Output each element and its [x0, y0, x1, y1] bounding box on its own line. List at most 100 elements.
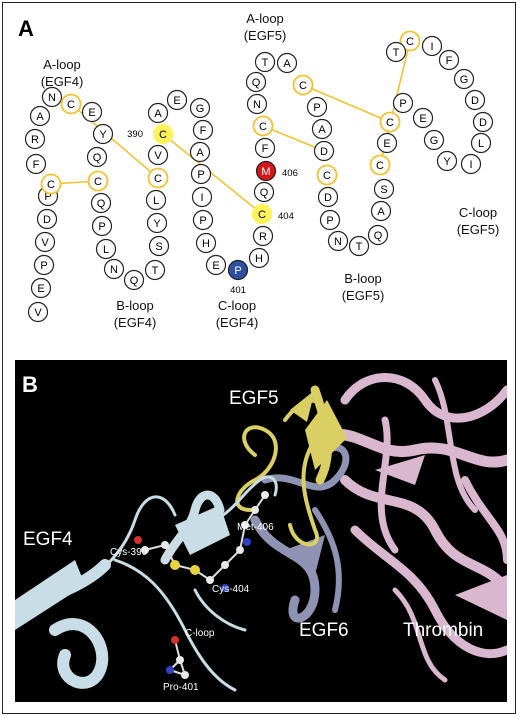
residue-circle: A [311, 118, 333, 140]
residue-letter: A [36, 111, 44, 123]
residue-circle: H [195, 232, 217, 254]
residue-letter: E [419, 113, 426, 125]
residue-letter: D [320, 146, 328, 158]
residue-circle: T [348, 235, 370, 257]
residue-letter: P [326, 215, 333, 227]
residue-letter: R [259, 231, 267, 243]
residue-letter: D [43, 214, 51, 226]
residue-circle: C [252, 115, 274, 137]
residue-letter: I [430, 41, 433, 53]
structure-ribbon-image: EGF4 EGF5 EGF6 Thrombin Met-406 Cys-390 … [15, 373, 507, 693]
residue-letter: C [94, 176, 102, 188]
residue-letter: L [153, 195, 159, 207]
residue-circle: Q [123, 269, 145, 291]
residue-letter: F [262, 143, 269, 155]
residue-circle: T [254, 51, 276, 73]
residue-circle: Y [146, 212, 168, 234]
loop-label-domain: (EGF4) [114, 315, 157, 330]
panel-a-letter: A [18, 16, 34, 41]
residue-circle: M [255, 160, 277, 182]
residue-letter: E [37, 283, 44, 295]
panel-b-letter: B [22, 372, 38, 397]
egf5-label: EGF5 [229, 388, 279, 409]
residue-circle: E [205, 254, 227, 276]
residue-letter: G [430, 135, 439, 147]
residue-letter: C [323, 170, 331, 182]
residue-circle: P [190, 163, 212, 185]
egf6-label: EGF6 [299, 620, 349, 641]
residue-letter: I [469, 159, 472, 171]
loop-label: A-loop [43, 57, 81, 72]
egf5-ribbon [235, 385, 347, 547]
residue-letter: A [154, 108, 162, 120]
residue-letter: C [154, 173, 162, 185]
residue-letter: H [255, 253, 263, 265]
residue-letter: E [173, 95, 180, 107]
thrombin-ribbon [309, 373, 507, 683]
residue-circle: L [470, 132, 492, 154]
residue-circle: E [166, 89, 188, 111]
residue-circle: F [438, 49, 460, 71]
residue-letter: C [299, 80, 307, 92]
residue-letter: N [253, 99, 261, 111]
loop-label: C-loop [459, 205, 497, 220]
residue-circle: Q [253, 181, 275, 203]
residue-letter: Q [374, 230, 383, 242]
residue-letter: Y [153, 218, 161, 230]
residue-letter: N [334, 236, 342, 248]
residue-letter: D [471, 95, 479, 107]
residue-letter: S [380, 184, 387, 196]
residue-circle: E [376, 132, 398, 154]
residue-circle: N [327, 230, 349, 252]
residue-circle: N [41, 86, 63, 108]
residue-letter: A [318, 124, 326, 136]
residue-letter: C [259, 121, 267, 133]
disulfide-bond-line [262, 125, 325, 152]
residue-letter: T [152, 265, 159, 277]
residue-circle: A [370, 200, 392, 222]
residue-letter: P [313, 102, 320, 114]
ball-and-stick-residues [134, 491, 269, 679]
panel-b-structure-render: EGF4 EGF5 EGF6 Thrombin Met-406 Cys-390 … [15, 360, 507, 702]
residue-circle: V [147, 144, 169, 166]
residue-circle: F [254, 137, 276, 159]
residue-circle: C [60, 93, 82, 115]
residue-circle: P [192, 209, 214, 231]
residue-circle: C [87, 170, 109, 192]
residue-circle: V [27, 301, 49, 323]
residue-letter: C [67, 99, 75, 111]
cloop-label: C-loop [185, 628, 215, 639]
residue-letter: Q [97, 198, 106, 210]
residue-letter: F [446, 55, 453, 67]
residue-circle: P [319, 209, 341, 231]
residue-letter: N [48, 92, 56, 104]
residue-circle: R [252, 225, 274, 247]
residue-letter: E [383, 138, 390, 150]
residue-letter: R [31, 134, 39, 146]
residue-circle: Y [92, 123, 114, 145]
loop-label-domain: (EGF4) [41, 74, 84, 89]
residue-letter: D [324, 192, 332, 204]
residue-circle: L [145, 189, 167, 211]
loop-label-domain: (EGF4) [216, 315, 259, 330]
loop-label: C-loop [218, 298, 256, 313]
residue-circle: Q [90, 192, 112, 214]
residue-letter: P [44, 191, 51, 203]
residue-circle: C [316, 164, 338, 186]
residue-letter: P [197, 169, 204, 181]
residue-circle: D [36, 208, 58, 230]
cys404-label: Cys-404 [212, 584, 250, 595]
residue-letter: M [261, 166, 270, 178]
residue-circle: Q [245, 71, 267, 93]
residue-letter: C [258, 209, 266, 221]
residue-letter: A [377, 206, 385, 218]
residue-circle: C [251, 203, 273, 225]
residue-circle: C [379, 111, 401, 133]
residue-circle: C [40, 173, 62, 195]
residue-letter: C [406, 36, 414, 48]
residue-circle: H [248, 247, 270, 269]
residue-letter: I [200, 192, 203, 204]
residue-circle: D [313, 140, 335, 162]
residue-circle: E [81, 101, 103, 123]
